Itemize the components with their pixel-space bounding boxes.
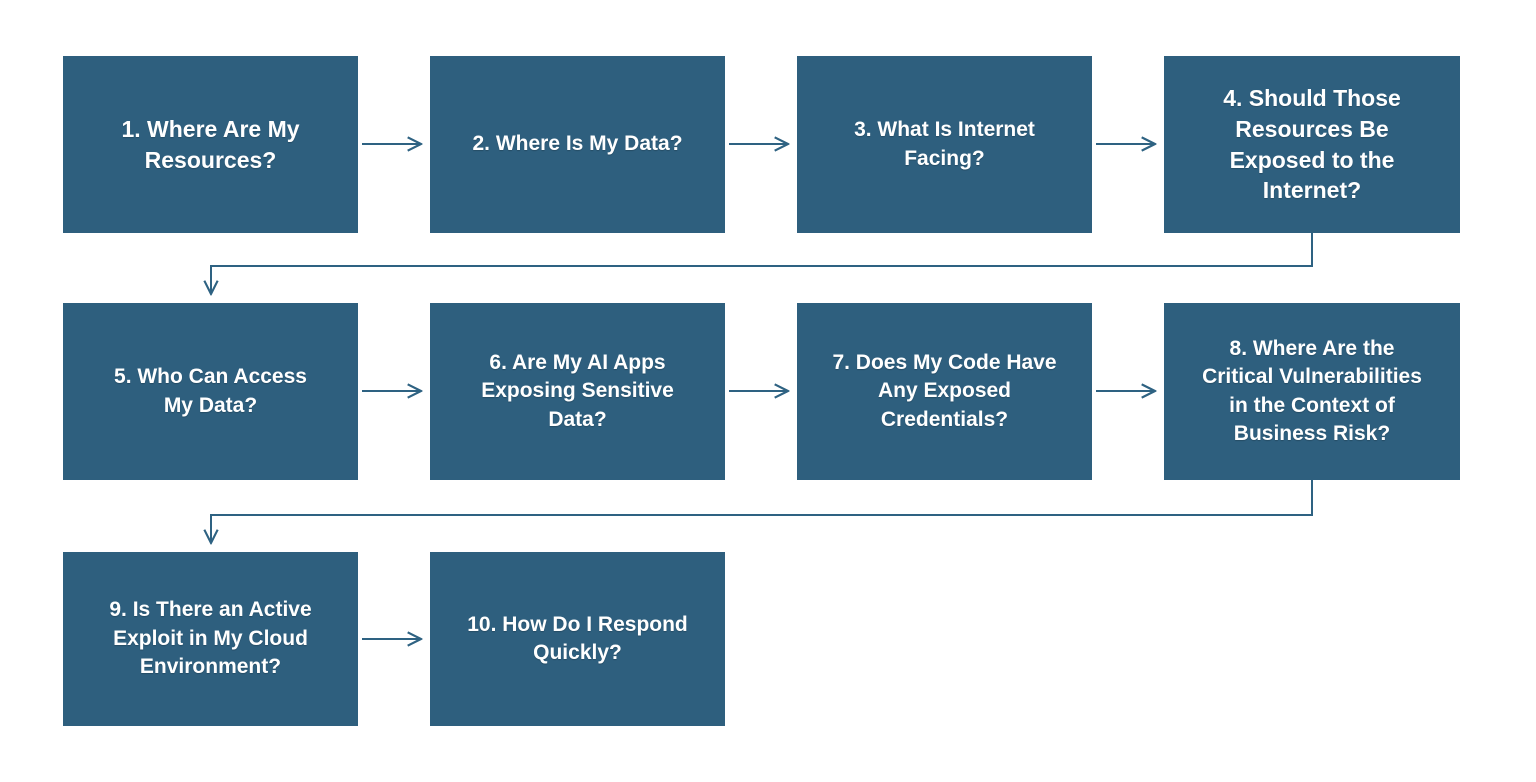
flow-step-9: 9. Is There an Active Exploit in My Clou… bbox=[63, 552, 358, 726]
flow-step-5: 5. Who Can Access My Data? bbox=[63, 303, 358, 480]
flow-step-1-label: 1. Where Are My Resources? bbox=[121, 115, 300, 173]
flow-step-4-label: 4. Should Those Resources Be Exposed to … bbox=[1223, 85, 1401, 204]
flow-step-10: 10. How Do I Respond Quickly? bbox=[430, 552, 725, 726]
flow-step-4: 4. Should Those Resources Be Exposed to … bbox=[1164, 56, 1460, 233]
flow-step-8: 8. Where Are the Critical Vulnerabilitie… bbox=[1164, 303, 1460, 480]
flow-step-2-label: 2. Where Is My Data? bbox=[472, 132, 683, 156]
flow-step-3: 3. What Is Internet Facing? bbox=[797, 56, 1092, 233]
flow-step-5-label: 5. Who Can Access My Data? bbox=[114, 365, 307, 417]
connector-step4-step5 bbox=[211, 233, 1313, 294]
flow-step-6: 6. Are My AI Apps Exposing Sensitive Dat… bbox=[430, 303, 725, 480]
flow-step-8-label: 8. Where Are the Critical Vulnerabilitie… bbox=[1202, 336, 1422, 445]
flow-step-7: 7. Does My Code Have Any Exposed Credent… bbox=[797, 303, 1092, 480]
flow-step-6-label: 6. Are My AI Apps Exposing Sensitive Dat… bbox=[481, 350, 674, 431]
flow-step-2: 2. Where Is My Data? bbox=[430, 56, 725, 233]
flow-step-7-label: 7. Does My Code Have Any Exposed Credent… bbox=[832, 350, 1057, 431]
flow-step-10-label: 10. How Do I Respond Quickly? bbox=[467, 612, 688, 664]
flow-step-3-label: 3. What Is Internet Facing? bbox=[854, 118, 1035, 170]
flow-step-9-label: 9. Is There an Active Exploit in My Clou… bbox=[109, 598, 312, 679]
connector-step8-step9 bbox=[211, 480, 1313, 543]
flow-step-1: 1. Where Are My Resources? bbox=[63, 56, 358, 233]
